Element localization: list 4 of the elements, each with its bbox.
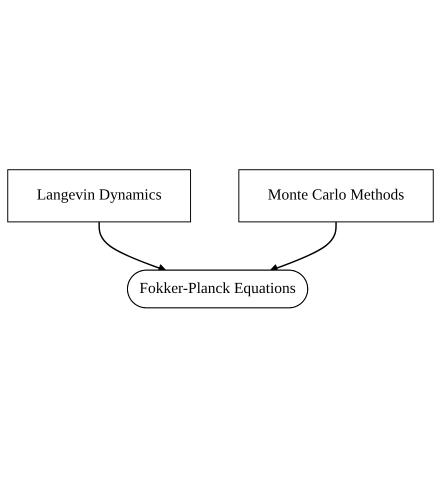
arrow (98, 222, 167, 272)
node-box: Monte Carlo Methods (238, 168, 434, 222)
arrow (270, 222, 337, 272)
node-box: Langevin Dynamics (7, 168, 192, 222)
